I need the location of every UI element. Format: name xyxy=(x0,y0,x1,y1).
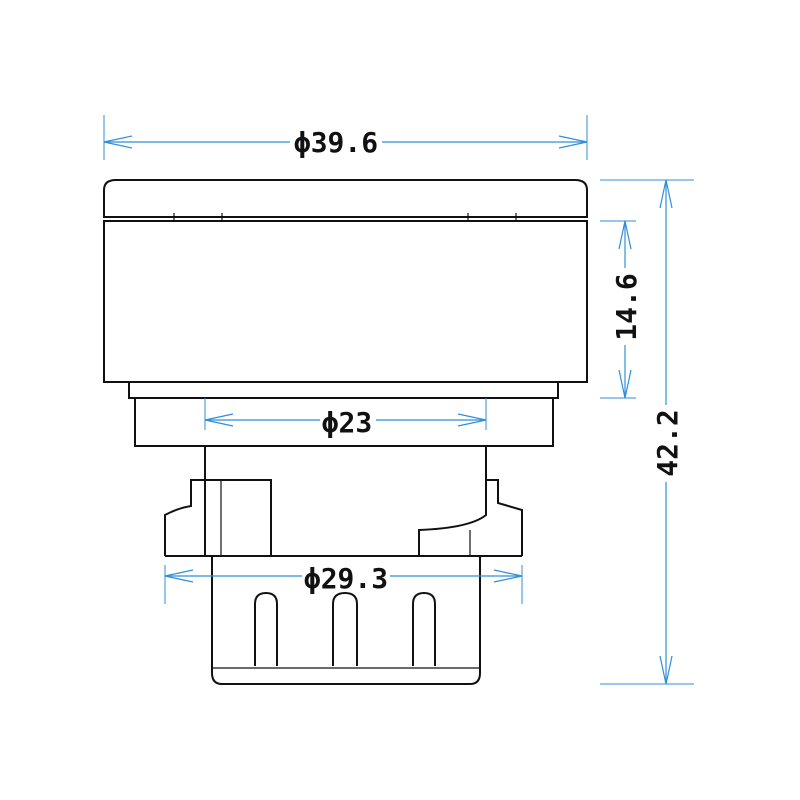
arrow-right xyxy=(558,135,588,149)
arrow-right xyxy=(493,569,523,583)
arrow-left xyxy=(103,135,133,149)
arrow-left xyxy=(204,413,234,427)
arrow-left xyxy=(164,569,194,583)
dimension-lines xyxy=(103,115,694,685)
terminal-slot xyxy=(254,591,278,666)
arrow-up xyxy=(618,220,632,250)
head-height-label: 14.6 xyxy=(610,273,643,340)
terminal-slot xyxy=(412,591,436,666)
total-height-label: 42.2 xyxy=(651,409,684,476)
left-clip xyxy=(164,479,272,556)
arrow-up xyxy=(659,179,673,209)
part-outline xyxy=(103,179,588,685)
arrow-down xyxy=(659,655,673,685)
inner-diameter-label: ϕ23 xyxy=(322,406,373,439)
neck xyxy=(134,397,554,447)
dimension-labels: ϕ39.6 ϕ23 ϕ29.3 14.6 42.2 xyxy=(294,126,684,595)
base xyxy=(211,556,481,685)
shoulder-ring xyxy=(128,381,559,399)
base-diameter-label: ϕ29.3 xyxy=(304,562,388,595)
arrow-right xyxy=(457,413,487,427)
outer-diameter-label: ϕ39.6 xyxy=(294,126,378,159)
top-cap xyxy=(103,179,588,218)
head-body xyxy=(103,220,588,383)
right-clip xyxy=(418,479,523,556)
arrow-down xyxy=(618,369,632,399)
terminal-slot xyxy=(332,591,358,666)
